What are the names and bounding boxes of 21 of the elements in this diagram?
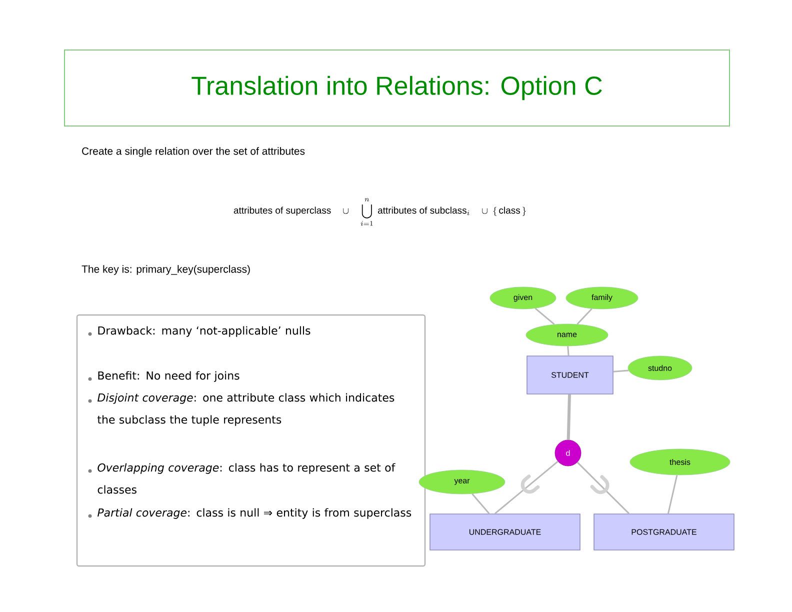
connector bbox=[576, 308, 592, 325]
bullet-item: Disjoint coverage: one attribute class which indicates the subclass the tuple represents bbox=[98, 393, 394, 426]
connector bbox=[534, 308, 555, 325]
connector bbox=[576, 462, 630, 514]
connector bbox=[667, 475, 678, 514]
entity-box: STUDENT bbox=[526, 356, 614, 394]
entity-box: UNDERGRADUATE bbox=[430, 514, 580, 550]
bullet-item: Drawback: many ‘not-applicable’ nulls bbox=[98, 326, 310, 337]
entity-box: POSTGRADUATE bbox=[594, 514, 734, 550]
title-box: Translation into Relations: Option C bbox=[64, 50, 730, 126]
connector bbox=[472, 493, 490, 514]
bullet-item: Partial coverage: class is null ⇒ entity is from superclass bbox=[98, 508, 412, 519]
bullet-item: Benefit: No need for joins bbox=[98, 371, 240, 382]
key-text: The key is: primary_key(superclass) bbox=[82, 265, 250, 275]
bullet-item: Overlapping coverage: class has to represent a set of classes bbox=[98, 463, 396, 494]
connector bbox=[567, 346, 570, 356]
intro-text: Create a single relation over the set of attributes bbox=[82, 147, 305, 157]
formula: $\mathrm{attributes\ of\ superclass}\quad\cup\quad\bigcup_{i=1}^{n}\ \mathrm{attributes\ of\ subclass}_{i}\quad\cup\ \{\,\mathrm{class}\,\}$ bbox=[234, 198, 526, 226]
connector bbox=[494, 460, 558, 514]
connector bbox=[613, 370, 629, 372]
connector bbox=[566, 394, 571, 440]
